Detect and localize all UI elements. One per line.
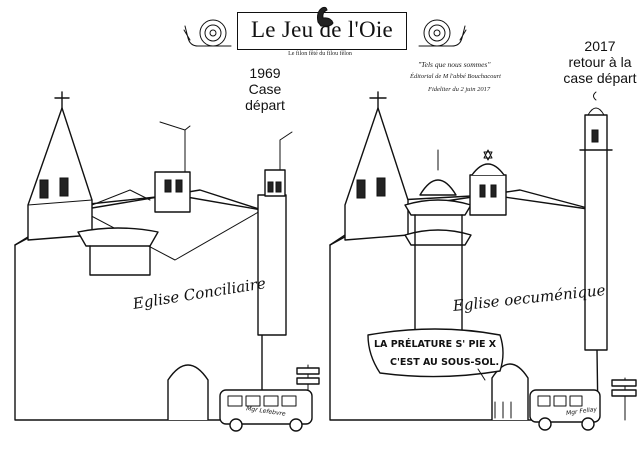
speech-line2: C'EST AU SOUS-SOL.	[390, 357, 500, 368]
left-church-drawing	[14, 91, 320, 432]
source-text: Fideliter du 2 juin 2017	[428, 86, 491, 93]
snail-icon	[183, 19, 232, 47]
speech-line1: LA PRÉLATURE S' PIE X	[374, 339, 497, 350]
left-year-caption: 1969 Case départ	[230, 65, 300, 113]
quote-text: "Tels que nous sommes"	[418, 60, 491, 69]
editorial-text: Éditorial de M l'abbé Bouchacourt	[410, 73, 501, 80]
snail-icon	[418, 19, 467, 47]
right-year-caption: 2017 retour à la case départ	[560, 38, 640, 86]
right-caption-line2: retour à la	[568, 54, 632, 70]
goose-icon	[317, 6, 334, 27]
right-caption-line3: case départ	[563, 70, 637, 86]
right-church-drawing	[329, 91, 637, 431]
right-caption-line1: 2017	[584, 38, 616, 54]
left-caption-line1: 1969	[249, 65, 281, 81]
left-caption-line2: Case départ	[245, 81, 285, 113]
speech-bubble: LA PRÉLATURE S' PIE X C'EST AU SOUS-SOL.	[360, 330, 500, 382]
page-subtitle: Le filon fêté du filou fêlon	[288, 51, 352, 57]
